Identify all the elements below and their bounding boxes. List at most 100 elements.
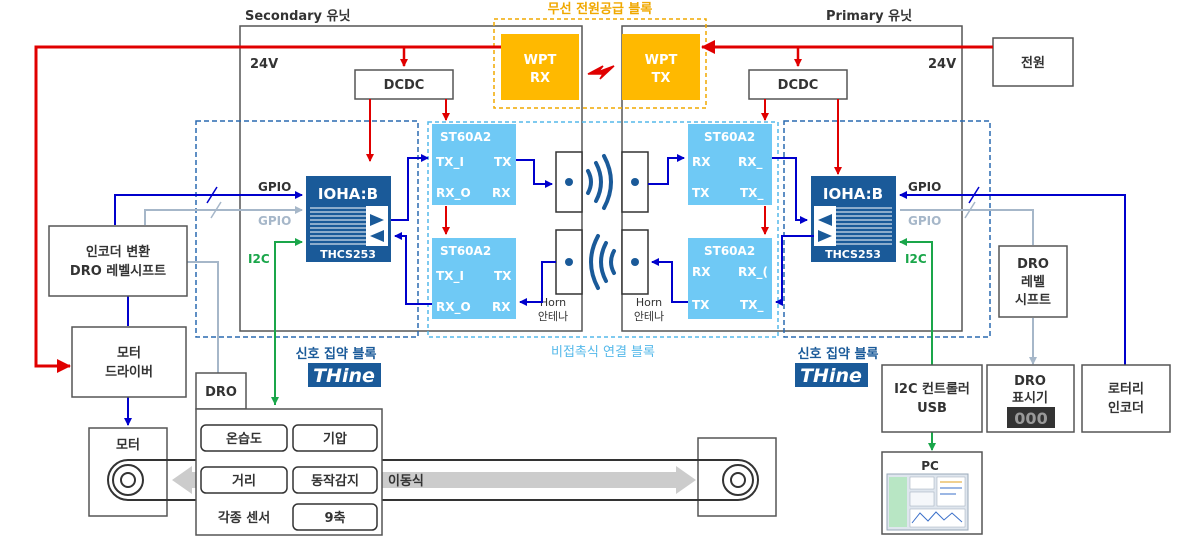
svg-text:인코더: 인코더: [1108, 400, 1144, 416]
pc-box: PC: [881, 451, 983, 535]
svg-text:PC: PC: [921, 459, 939, 473]
sensor-pressure: 기압: [292, 424, 378, 452]
st60a2-secondary-tx: ST60A2 TX_I TX RX_O RX: [432, 124, 516, 205]
svg-text:기압: 기압: [323, 432, 347, 447]
gpio-line-left: [144, 206, 303, 225]
svg-text:DCDC: DCDC: [384, 78, 425, 93]
wireless-signal-icon-right: [586, 154, 613, 210]
svg-text:USB: USB: [917, 401, 947, 416]
voltage-label-right: 24V: [928, 57, 956, 72]
svg-text:RX_O: RX_O: [436, 300, 471, 315]
st60a2-secondary-rx: ST60A2 TX_I TX RX_O RX: [432, 238, 516, 319]
svg-text:안테나: 안테나: [634, 310, 664, 323]
svg-text:Horn: Horn: [540, 296, 566, 309]
horn-antenna-primary-bottom: [621, 229, 649, 295]
horn-antenna-secondary-bottom: [555, 229, 583, 295]
noncontact-block-label: 비접촉식 연결 블록: [551, 345, 655, 360]
i2c-line-right: [899, 238, 933, 365]
wireless-signal-icon-left: [589, 234, 616, 290]
gpio-line-right: [900, 209, 1034, 245]
wireless-power-block-label: 무선 전원공급 블록: [548, 1, 653, 17]
bus-slash-gray-right: [964, 201, 976, 219]
thine-logo-right: THine: [795, 363, 868, 387]
svg-text:TX: TX: [692, 186, 710, 200]
signal-st60-to-ioha-left: [394, 232, 432, 305]
wpt-tx-box: WPT TX: [622, 34, 700, 100]
i2c-label-right: I2C: [905, 252, 927, 266]
signal-encoder-to-ioha: [114, 191, 303, 225]
dro-tab: DRO: [195, 372, 247, 410]
svg-text:TX_: TX_: [740, 298, 763, 313]
bus-slash-left: [206, 186, 218, 204]
svg-text:ST60A2: ST60A2: [440, 244, 491, 258]
thine-logo-left: THine: [308, 363, 381, 387]
svg-text:온습도: 온습도: [226, 432, 262, 447]
svg-text:DRO: DRO: [1014, 374, 1046, 389]
signal-st60-to-horn-top: [516, 159, 553, 188]
horn-antenna-primary-top: [621, 151, 649, 213]
svg-text:인코더 변환: 인코더 변환: [86, 244, 150, 260]
svg-text:DRO 레벨시프트: DRO 레벨시프트: [70, 264, 166, 279]
power-source-box: 전원: [992, 37, 1074, 87]
svg-text:DCDC: DCDC: [778, 78, 819, 93]
motor-box: 모터: [88, 427, 168, 517]
svg-text:RX_: RX_: [738, 155, 763, 170]
svg-text:레벨: 레벨: [1021, 275, 1045, 290]
moving-label: 이동식: [388, 473, 424, 489]
svg-text:TX_I: TX_I: [436, 155, 464, 170]
ioha-chip-right: IOHA:B THCS253: [811, 176, 896, 262]
svg-text:000: 000: [1014, 409, 1047, 428]
voltage-label-left: 24V: [250, 57, 278, 72]
gpio-gray-label-left: GPIO: [258, 214, 291, 228]
primary-unit-label: Primary 유닛: [826, 9, 912, 24]
st60a2-primary-rx: ST60A2 RX RX_ TX TX_: [688, 124, 772, 205]
svg-text:TX_I: TX_I: [436, 269, 464, 284]
wireless-power-block: [493, 18, 707, 109]
signal-horn-to-st60-bottom: [519, 261, 556, 306]
dcdc-left: DCDC: [354, 69, 454, 100]
svg-text:I2C 컨트롤러: I2C 컨트롤러: [894, 381, 970, 397]
signal-st60-to-ioha-right: [772, 157, 808, 224]
seven-segment-display: [1007, 407, 1055, 428]
svg-text:THine: THine: [800, 365, 862, 387]
rotary-encoder-box: 로터리 인코더: [1081, 364, 1171, 433]
encoder-converter-box: 인코더 변환 DRO 레벨시프트: [48, 225, 188, 297]
svg-text:RX: RX: [492, 300, 511, 314]
svg-text:TX: TX: [652, 71, 671, 86]
bus-slash-right: [968, 186, 980, 204]
bus-slash-gray-left: [210, 201, 222, 219]
i2c-label-left: I2C: [248, 252, 270, 266]
svg-text:TX: TX: [494, 269, 512, 283]
signal-block-right: [783, 120, 991, 338]
svg-text:RX: RX: [530, 71, 550, 86]
horn-label-secondary: Horn 안테나: [538, 296, 568, 323]
svg-text:WPT: WPT: [645, 53, 678, 68]
pc-screenshot-thumbnail: [886, 473, 969, 531]
svg-text:TX_: TX_: [740, 186, 763, 201]
svg-text:TX: TX: [692, 298, 710, 312]
pulley-right-box: [697, 437, 777, 517]
sensor-misc-label: 각종 센서: [218, 510, 270, 526]
gpio-line-encoder-dro: [187, 261, 219, 373]
signal-block-left-label: 신호 집약 블록: [296, 346, 377, 362]
dro-display-box: DRO 표시기 000: [986, 364, 1075, 433]
svg-text:모터: 모터: [117, 345, 141, 361]
wpt-rx-box: WPT RX: [501, 34, 579, 100]
svg-text:로터리: 로터리: [1108, 381, 1144, 397]
svg-text:TX: TX: [494, 155, 512, 169]
conveyor-belt: [107, 459, 759, 501]
sensor-9axis: 9축: [292, 503, 378, 531]
svg-text:WPT: WPT: [524, 53, 557, 68]
power-line-left-main: [34, 45, 501, 373]
gpio-label-left: GPIO: [258, 180, 291, 194]
lightning-icon: [587, 65, 615, 80]
i2c-controller-usb-box: I2C 컨트롤러 USB: [881, 364, 983, 433]
svg-text:DRO: DRO: [205, 385, 237, 400]
svg-text:9축: 9축: [324, 510, 345, 526]
svg-text:전원: 전원: [1021, 55, 1045, 71]
svg-text:안테나: 안테나: [538, 310, 568, 323]
svg-text:ST60A2: ST60A2: [704, 244, 755, 258]
svg-text:RX_(: RX_(: [738, 265, 768, 280]
gpio-label-right: GPIO: [908, 180, 941, 194]
